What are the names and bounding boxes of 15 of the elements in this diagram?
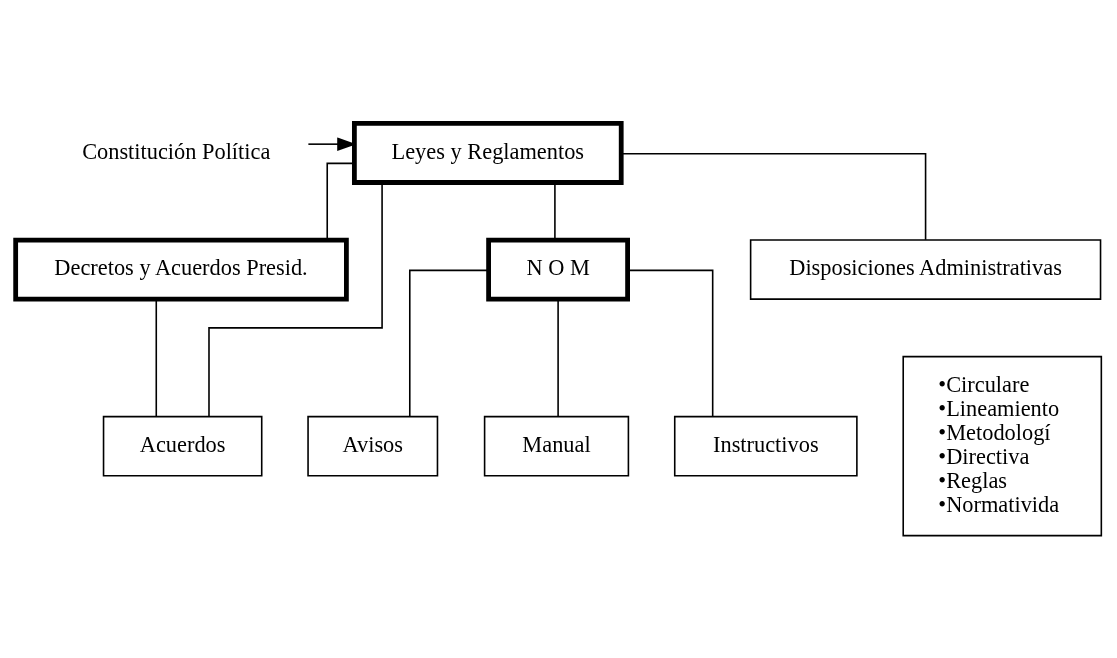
node-box: Leyes y Reglamentos — [352, 120, 624, 185]
node-box: N O M — [486, 237, 630, 302]
node-box: Acuerdos — [102, 415, 263, 476]
node-box: Disposiciones Administrativas — [749, 238, 1102, 300]
connector — [408, 269, 490, 417]
connector — [620, 152, 927, 241]
node-box: Instructivos — [673, 415, 858, 476]
node-box: Avisos — [307, 415, 439, 476]
connector — [326, 162, 355, 241]
connector — [155, 298, 158, 417]
node-box: •Circulare •Lineamiento •Metodologí •Directiva •Reglas •Normativida — [902, 355, 1103, 536]
node-box: Decretos y Acuerdos Presid. — [13, 237, 349, 302]
node-text: Constitución Política — [82, 138, 271, 164]
node-box: Manual — [483, 415, 630, 476]
connector — [557, 298, 559, 417]
